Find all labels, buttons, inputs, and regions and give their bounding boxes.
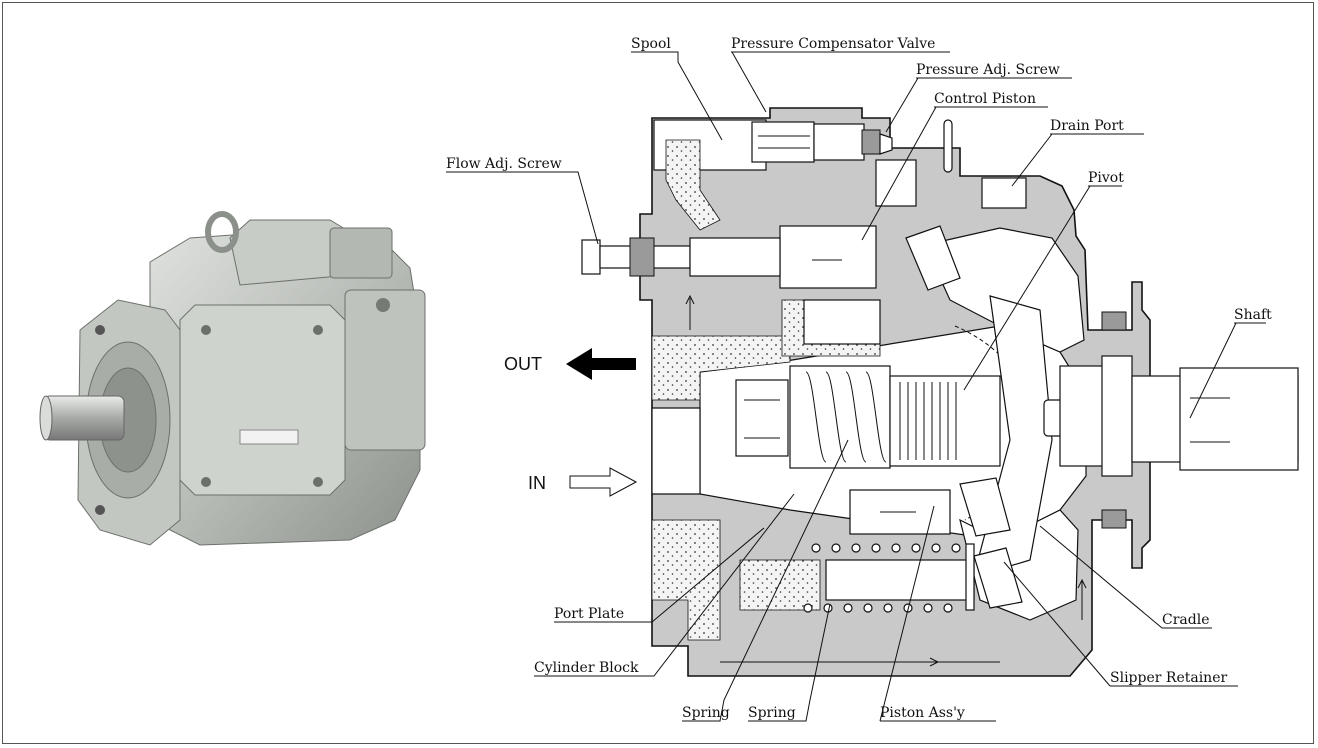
label-out: OUT <box>504 354 542 374</box>
label-in: IN <box>528 473 546 493</box>
label-spring-1: Spring <box>682 705 730 721</box>
label-pivot: Pivot <box>1088 170 1124 186</box>
cross-section <box>581 107 1299 677</box>
lower-spring-coils <box>803 543 961 613</box>
leader-lines <box>446 51 1266 722</box>
label-control-piston: Control Piston <box>934 91 1036 107</box>
label-piston-assy: Piston Ass'y <box>880 705 965 721</box>
label-pressure-adj-screw: Pressure Adj. Screw <box>916 62 1060 78</box>
label-shaft: Shaft <box>1234 307 1272 323</box>
spline-lines <box>899 382 957 460</box>
label-pressure-compensator-valve: Pressure Compensator Valve <box>731 36 935 52</box>
label-drain-port: Drain Port <box>1050 118 1124 134</box>
label-port-plate: Port Plate <box>554 606 624 622</box>
label-flow-adj-screw: Flow Adj. Screw <box>446 156 562 172</box>
label-cradle: Cradle <box>1162 612 1209 628</box>
pump-photo <box>39 211 426 546</box>
center-spring <box>805 371 887 463</box>
label-spring-2: Spring <box>748 705 796 721</box>
out-flow-arrow <box>566 348 636 380</box>
in-flow-arrow <box>569 467 638 497</box>
label-cylinder-block: Cylinder Block <box>534 660 639 676</box>
label-spool: Spool <box>631 36 671 52</box>
label-slipper-retainer: Slipper Retainer <box>1110 670 1227 686</box>
